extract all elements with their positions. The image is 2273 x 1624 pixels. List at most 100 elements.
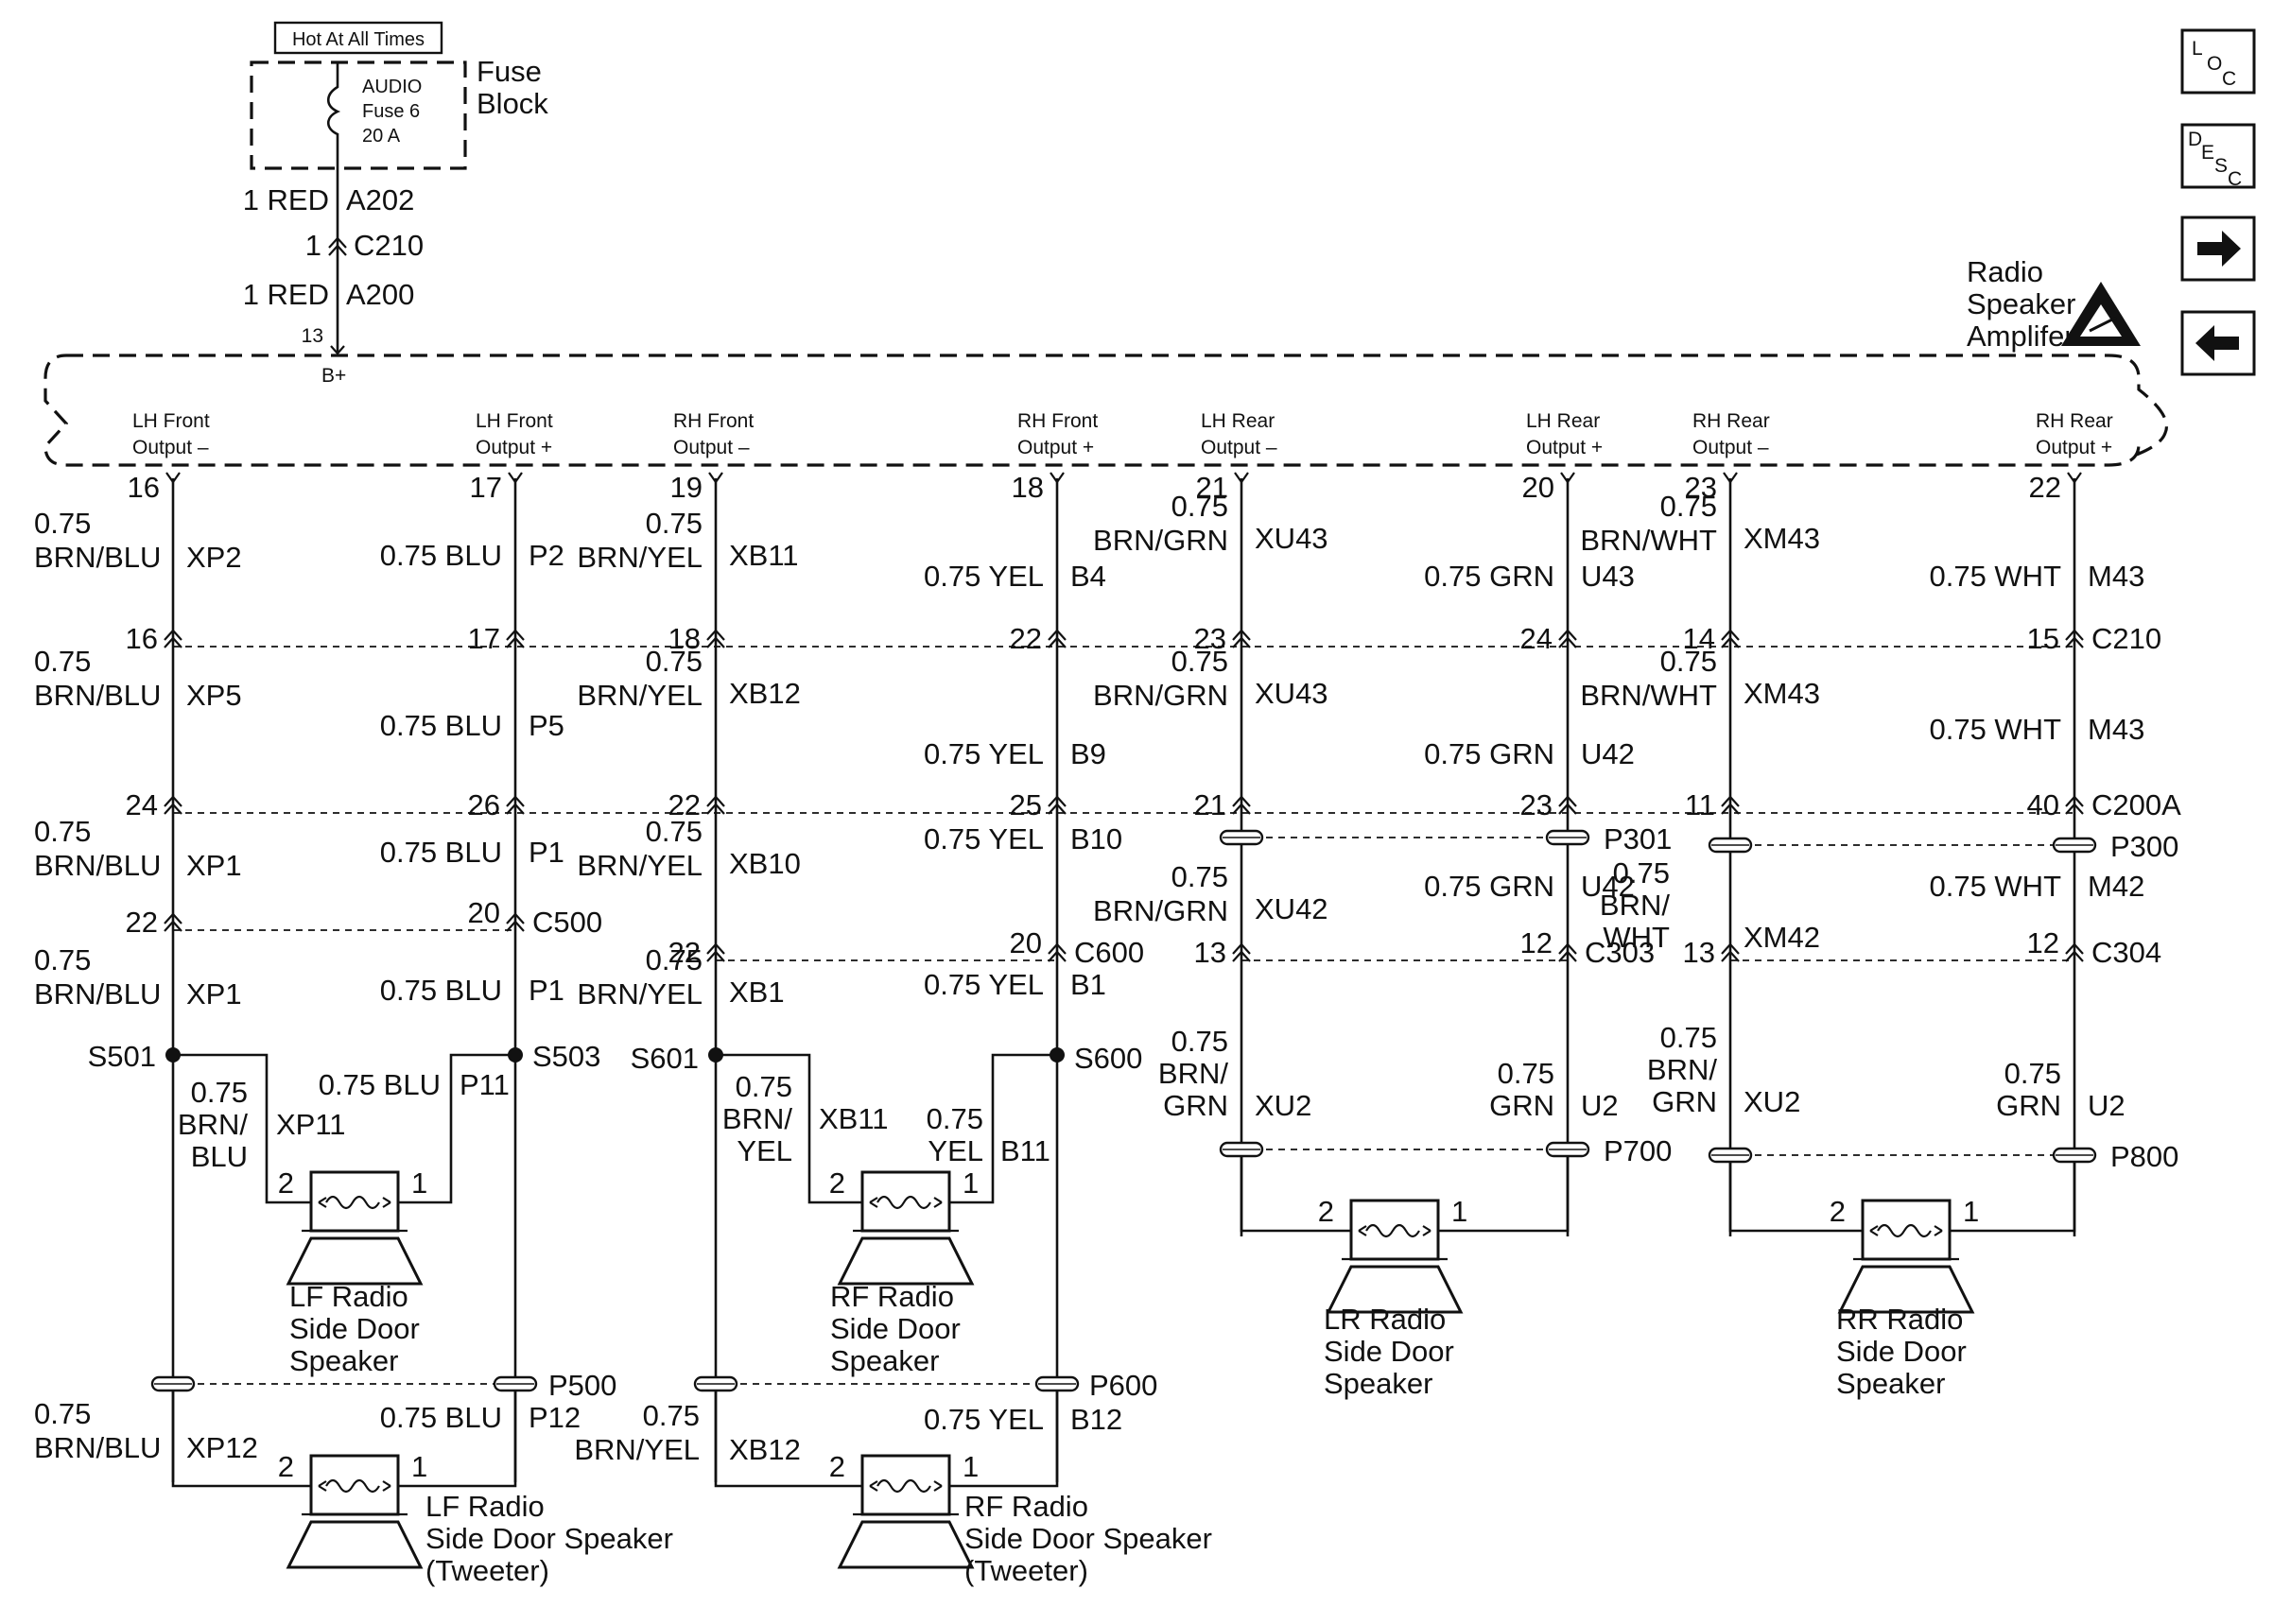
c200a-pin-rh-front-neg: 22: [668, 788, 701, 821]
seg2-circuit-lh-front-neg: XP5: [186, 679, 242, 712]
seg2-color-rh-rear-neg: BRN/WHT: [1580, 679, 1717, 712]
previous-page-button[interactable]: [2180, 310, 2256, 376]
output-label-rh-rear-neg: RH Rear: [1692, 410, 1770, 432]
seg2-color-lh-front-neg: BRN/BLU: [34, 679, 161, 712]
rr-side-door-speaker-icon-cone: [1837, 1265, 1975, 1314]
seg3-circuit-rh-front-neg: XB10: [729, 847, 801, 880]
seg3-color2-rh-rear-neg: WHT: [1603, 921, 1670, 954]
p301-label: P301: [1604, 822, 1672, 855]
lr-speaker-neg-wire-gauge: 0.75: [1171, 1025, 1228, 1058]
symbol-layer: [150, 472, 2097, 1569]
c210-pin-lh-rear-neg: 23: [1194, 622, 1226, 655]
rf-branch-pos-gauge: 0.75: [927, 1102, 983, 1135]
c200a-pin-lh-front-pos: 26: [468, 788, 500, 821]
output-label-rh-front-neg: RH Front: [673, 410, 754, 432]
desc-button[interactable]: D E S C: [2180, 123, 2256, 190]
p300-label: P300: [2110, 830, 2178, 863]
lf-speaker-pos-pin: 1: [411, 1166, 427, 1200]
output-polarity-lh-front-pos: Output +: [476, 437, 552, 458]
rr-side-door-speaker-name-2: Side Door: [1836, 1335, 1967, 1368]
feed-wire-1-circuit: A202: [346, 183, 414, 216]
output-polarity-rh-front-neg: Output –: [673, 437, 750, 458]
lr-side-door-speaker-icon-coil: [1365, 1223, 1420, 1238]
output-polarity-rh-front-pos: Output +: [1017, 437, 1094, 458]
rr-side-door-speaker-icon-coil: [1877, 1223, 1932, 1238]
rf-speaker-neg-pin: 2: [829, 1166, 845, 1200]
rf-side-door-speaker-name-2: Side Door: [830, 1312, 961, 1345]
lr-speaker-pos-wire-color: GRN: [1489, 1089, 1554, 1122]
amp-pin-lh-front-pos: 17: [470, 471, 502, 504]
loc-button[interactable]: L O C: [2180, 28, 2256, 95]
rf-tweeter-name-2: Side Door Speaker: [964, 1522, 1212, 1555]
seg3-color-lh-rear-neg: BRN/GRN: [1093, 894, 1228, 927]
lr-speaker-neg-wire: [1240, 1149, 1351, 1233]
output-polarity-lh-rear-pos: Output +: [1526, 437, 1603, 458]
seg3-color-rh-front-neg: BRN/YEL: [577, 849, 703, 882]
lr-speaker-pos-wire-circuit: U2: [1581, 1089, 1619, 1122]
seg3-circuit-rh-front-pos: B10: [1070, 822, 1122, 855]
c600-connector-icon-a: [706, 942, 725, 962]
lf-tweeter-name-1: LF Radio: [425, 1490, 545, 1523]
seg4-color-rh-front-neg: BRN/YEL: [577, 977, 703, 1011]
splice-s600-label: S600: [1074, 1042, 1142, 1075]
splice-s501-label: S501: [88, 1040, 156, 1073]
seg3-circuit-lh-rear-neg: XU42: [1255, 892, 1328, 925]
c210-pin-rh-rear-pos: 15: [2027, 622, 2059, 655]
c500-label: C500: [532, 906, 602, 939]
c210-connector-icon-lh-front-neg: [164, 629, 182, 648]
c200a-pin-rh-rear-neg: 11: [1685, 788, 1715, 821]
c600-pin-a: 22: [668, 936, 701, 969]
seg1-circuit-rh-rear-pos: M43: [2088, 560, 2144, 593]
lf-tweeter-icon-magnet: [309, 1454, 400, 1516]
rf-branch-neg-color2: YEL: [737, 1134, 792, 1167]
rf-side-door-speaker-name-1: RF Radio: [830, 1280, 954, 1313]
splice-s501: [165, 1047, 181, 1063]
output-polarity-lh-rear-neg: Output –: [1201, 437, 1277, 458]
seg1-wire-lh-front-pos: 0.75 BLU: [380, 539, 502, 572]
c210-pin-lh-front-neg: 16: [126, 622, 158, 655]
c303-pin-b: 12: [1520, 926, 1553, 959]
rf-tweeter-neg-wire: [714, 1384, 862, 1488]
fuse-block-outline: [250, 60, 467, 170]
feed-wire-2-color: 1 RED: [243, 278, 329, 311]
next-page-button[interactable]: [2180, 216, 2256, 282]
seg2-gauge-lh-rear-neg: 0.75: [1171, 645, 1228, 678]
lf-tweeter-name-3: (Tweeter): [425, 1554, 549, 1587]
lr-speaker-pos-wire: [1438, 1149, 1570, 1233]
amplifier-label-3: Amplifer: [1967, 320, 2074, 353]
seg3-circuit-rh-rear-neg: XM42: [1744, 921, 1820, 954]
seg2-circuit-rh-rear-neg: XM43: [1744, 677, 1820, 710]
c500-connector-icon-a: [164, 912, 182, 932]
p800-label: P800: [2110, 1140, 2178, 1173]
seg1-gauge-lh-rear-neg: 0.75: [1171, 490, 1228, 523]
radio-speaker-amplifier: Radio Speaker Amplifer: [43, 255, 2168, 467]
rf-branch-pos-circuit: B11: [1000, 1134, 1050, 1167]
c304-connector-icon-a: [1721, 942, 1740, 962]
seg4-wire-lh-front-pos: 0.75 BLU: [380, 974, 502, 1007]
rr-side-door-speaker-name-3: Speaker: [1836, 1367, 1945, 1400]
splice-s503: [508, 1047, 523, 1063]
rf-side-door-speaker-icon-cone: [837, 1236, 975, 1286]
seg3-wire-rh-rear-pos: 0.75 WHT: [1929, 870, 2061, 903]
rr-speaker-neg-wire-gauge: 0.75: [1660, 1021, 1717, 1054]
output-polarity-rh-rear-pos: Output +: [2036, 437, 2112, 458]
lf-side-door-speaker-name-1: LF Radio: [289, 1280, 408, 1313]
rr-side-door-speaker-name-1: RR Radio: [1836, 1303, 1963, 1336]
wire-layer: [171, 478, 2076, 1488]
seg5-wire-rh-front-pos: 0.75 YEL: [924, 1403, 1044, 1436]
rr-speaker-neg-wire: [1728, 1149, 1863, 1233]
seg3-wire-lh-rear-pos: 0.75 GRN: [1424, 870, 1554, 903]
fuse-name: AUDIO: [362, 77, 422, 97]
seg2-wire-rh-rear-pos: 0.75 WHT: [1929, 713, 2061, 746]
c200a-pin-lh-front-neg: 24: [126, 788, 158, 821]
seg4-wire-rh-front-pos: 0.75 YEL: [924, 968, 1044, 1001]
c210-connector-icon-rh-front-neg: [706, 629, 725, 648]
seg3-gauge-lh-rear-neg: 0.75: [1171, 860, 1228, 893]
splice-s601-label: S601: [631, 1042, 699, 1075]
amp-pin-icon-rh-front-pos: [1050, 472, 1065, 484]
c500-pin-a: 22: [126, 906, 158, 939]
feed-circuit: 1 RED A202 1 C210 1 RED A200 13 B+: [243, 168, 424, 387]
rf-tweeter-icon-magnet: [860, 1454, 951, 1516]
rr-speaker-neg-wire-color2: GRN: [1652, 1085, 1717, 1118]
lf-speaker-neg-pin: 2: [278, 1166, 294, 1200]
